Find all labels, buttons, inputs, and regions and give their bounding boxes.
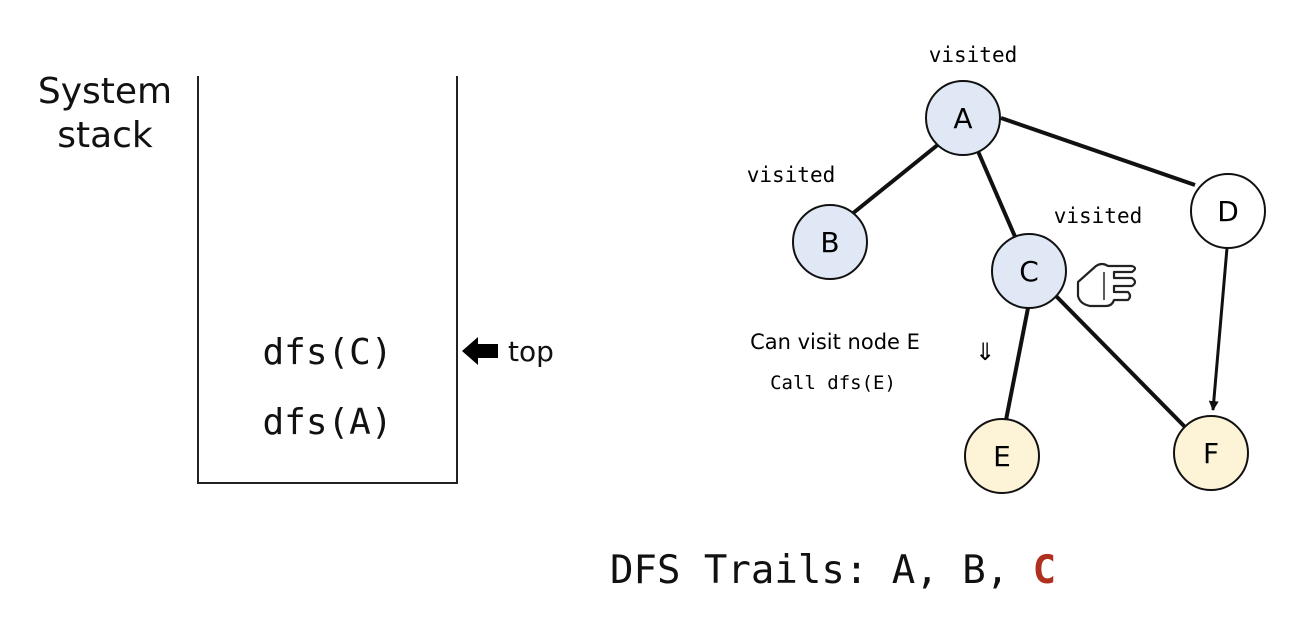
edge-d-f-directed <box>1208 247 1229 411</box>
edge-c-e <box>1004 307 1030 421</box>
edge-a-b <box>850 141 942 216</box>
dfs-trail: DFS Trails: A, B, C <box>610 548 1056 604</box>
visited-label-c: visited <box>1054 204 1143 228</box>
system-stack-label-line2: stack <box>57 115 153 156</box>
stack-top-label: top <box>508 334 554 368</box>
node-b: B <box>792 204 868 280</box>
system-stack: dfs(C) dfs(A) <box>197 76 458 484</box>
note-call-dfs: Call dfs(E) <box>770 372 896 394</box>
node-b-label: B <box>820 226 839 259</box>
node-d: D <box>1190 173 1266 249</box>
node-a-label: A <box>953 102 972 135</box>
system-stack-label: System stack <box>30 70 180 158</box>
visited-label-a: visited <box>929 43 1018 67</box>
dfs-trail-prefix: DFS Trails: <box>610 548 892 593</box>
stack-frame-top: dfs(C) <box>262 332 393 373</box>
dfs-trail-items: A, B, <box>891 548 1033 593</box>
node-c-label: C <box>1019 255 1039 288</box>
pointing-hand-icon <box>1076 262 1137 308</box>
dfs-trail-current: C <box>1032 548 1057 593</box>
arrow-left-icon <box>462 337 498 365</box>
node-a: A <box>925 80 1001 156</box>
edge-a-d <box>1000 116 1196 187</box>
stack-top-pointer: top <box>462 331 554 371</box>
visited-label-b: visited <box>747 163 836 187</box>
node-d-label: D <box>1217 195 1239 228</box>
node-c: C <box>991 233 1067 309</box>
down-arrow-icon: ⇓ <box>975 338 995 366</box>
note-can-visit: Can visit node E <box>750 330 920 354</box>
system-stack-label-line1: System <box>37 71 173 112</box>
node-e-label: E <box>993 440 1011 473</box>
edge-c-f <box>1054 294 1188 430</box>
edge-a-c <box>975 148 1018 240</box>
node-e: E <box>964 418 1040 494</box>
stack-frame-bottom: dfs(A) <box>262 402 393 443</box>
node-f: F <box>1173 415 1249 491</box>
node-f-label: F <box>1203 437 1219 470</box>
